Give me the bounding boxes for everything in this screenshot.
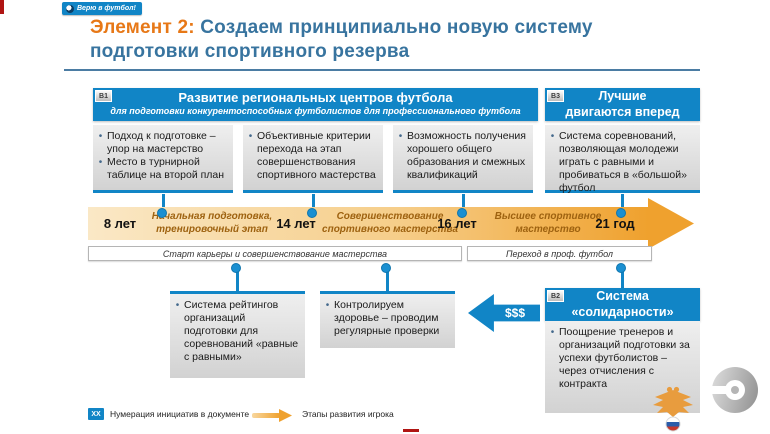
b1-title: Развитие региональных центров футбола bbox=[178, 90, 453, 105]
top-box-criteria-bullet: Объективные критерии перехода на этап со… bbox=[257, 130, 376, 181]
page-title: Элемент 2: Создаем принципиально новую с… bbox=[90, 16, 690, 64]
b3-title-line2: двигаются вперед bbox=[565, 104, 680, 119]
bottom-box-rating: • Система рейтингов организаций подготов… bbox=[170, 291, 305, 378]
top-box-criteria: • Объективные критерии перехода на этап … bbox=[243, 125, 383, 193]
timeline-arrow: 8 лет Начальная подготовка, тренировочны… bbox=[88, 207, 648, 240]
money-arrow-icon: $$$ bbox=[468, 294, 540, 332]
connector-stem bbox=[311, 194, 315, 213]
bullet-icon: • bbox=[398, 131, 403, 142]
b3-bullet: Система соревнований, позволяющая молоде… bbox=[559, 130, 687, 194]
connector-dot bbox=[307, 208, 317, 218]
bottom-box-health-bullet: Контролируем здоровье – проводим регуляр… bbox=[334, 299, 440, 337]
timeline-age-8: 8 лет bbox=[103, 216, 137, 231]
bullet-icon: • bbox=[325, 300, 330, 311]
connector-stem bbox=[161, 194, 165, 213]
b2-header: B2 Система «солидарности» bbox=[545, 288, 700, 321]
top-box-education: • Возможность получения хорошего общего … bbox=[393, 125, 533, 193]
rfu-eagle-logo bbox=[653, 386, 693, 432]
top-box-approach-bullet-2: Место в турнирной таблице на второй план bbox=[107, 156, 225, 181]
timeline-stage-2: Совершенствование спортивного мастерства bbox=[322, 211, 458, 235]
corner-red-mark bbox=[0, 0, 4, 14]
legend-numbering-tag: XX bbox=[88, 408, 104, 420]
timeline-stage-1: Начальная подготовка, тренировочный этап bbox=[151, 211, 273, 235]
timeline-arrowhead-icon bbox=[648, 198, 694, 249]
title-divider bbox=[64, 69, 700, 71]
b2-title-line1: Система bbox=[596, 289, 649, 303]
brand-badge: Верю в футбол! bbox=[62, 2, 142, 15]
connector-dot bbox=[157, 208, 167, 218]
bullet-icon: • bbox=[248, 131, 253, 142]
timeline-age-16: 16 лет bbox=[437, 216, 477, 231]
b3-header: B3 Лучшие двигаются вперед bbox=[545, 88, 700, 121]
watermark-logo bbox=[712, 367, 758, 413]
b3-tag-badge: B3 bbox=[547, 90, 564, 102]
b1-subtitle: для подготовки конкурентоспособных футбо… bbox=[110, 106, 521, 116]
brand-badge-label: Верю в футбол! bbox=[77, 5, 136, 12]
connector-stem bbox=[235, 268, 239, 291]
legend-arrowhead-icon bbox=[279, 409, 292, 422]
b2-bullet: Поощрение тренеров и организаций подгото… bbox=[559, 326, 690, 390]
red-underline-mark bbox=[403, 429, 419, 432]
bullet-icon: • bbox=[550, 131, 555, 142]
title-main: Создаем принципиально новую систему подг… bbox=[90, 17, 593, 62]
b1-tag-badge: B1 bbox=[95, 90, 112, 102]
b3-content-box: • Система соревнований, позволяющая моло… bbox=[545, 125, 700, 194]
bullet-icon: • bbox=[98, 131, 103, 142]
b2-tag-badge: B2 bbox=[547, 290, 564, 302]
top-box-approach: • Подход к подготовке – упор на мастерст… bbox=[93, 125, 233, 193]
b3-title-line1: Лучшие bbox=[598, 89, 647, 103]
connector-dot bbox=[616, 208, 626, 218]
connector-stem bbox=[461, 194, 465, 213]
connector-stem bbox=[620, 268, 624, 288]
football-logo-icon bbox=[66, 4, 74, 13]
connector-dot bbox=[381, 263, 391, 273]
legend-stages-label: Этапы развития игрока bbox=[302, 409, 394, 419]
connector-dot bbox=[457, 208, 467, 218]
b2-title-line2: «солидарности» bbox=[571, 304, 674, 319]
connector-dot bbox=[616, 263, 626, 273]
connector-stem bbox=[620, 194, 624, 213]
timeline-stage-3: Высшее спортивное мастерство bbox=[494, 211, 602, 235]
bullet-icon: • bbox=[175, 300, 180, 311]
bottom-box-rating-bullet: Система рейтингов организаций подготовки… bbox=[184, 299, 299, 363]
money-arrow-label: $$$ bbox=[504, 306, 526, 320]
legend-arrow-icon bbox=[252, 413, 280, 418]
b1-header: B1 Развитие региональных центров футбола… bbox=[93, 88, 538, 121]
bullet-icon: • bbox=[550, 327, 555, 338]
legend-numbering-label: Нумерация инициатив в документе bbox=[110, 409, 250, 419]
watermark-center-dot bbox=[731, 386, 739, 394]
connector-dot bbox=[231, 263, 241, 273]
bottom-box-health: • Контролируем здоровье – проводим регул… bbox=[320, 291, 455, 348]
title-prefix: Элемент 2: bbox=[90, 17, 195, 38]
timeline-age-21: 21 год bbox=[595, 216, 635, 231]
phase-label-pro: Переход в проф. футбол bbox=[467, 246, 652, 261]
connector-stem bbox=[385, 268, 389, 291]
phase-label-career: Старт карьеры и совершенствование мастер… bbox=[88, 246, 462, 261]
top-box-approach-bullet-1: Подход к подготовке – упор на мастерство bbox=[107, 130, 216, 155]
timeline-age-14: 14 лет bbox=[276, 216, 316, 231]
bullet-icon: • bbox=[98, 157, 103, 168]
top-box-education-bullet: Возможность получения хорошего общего об… bbox=[407, 130, 526, 181]
